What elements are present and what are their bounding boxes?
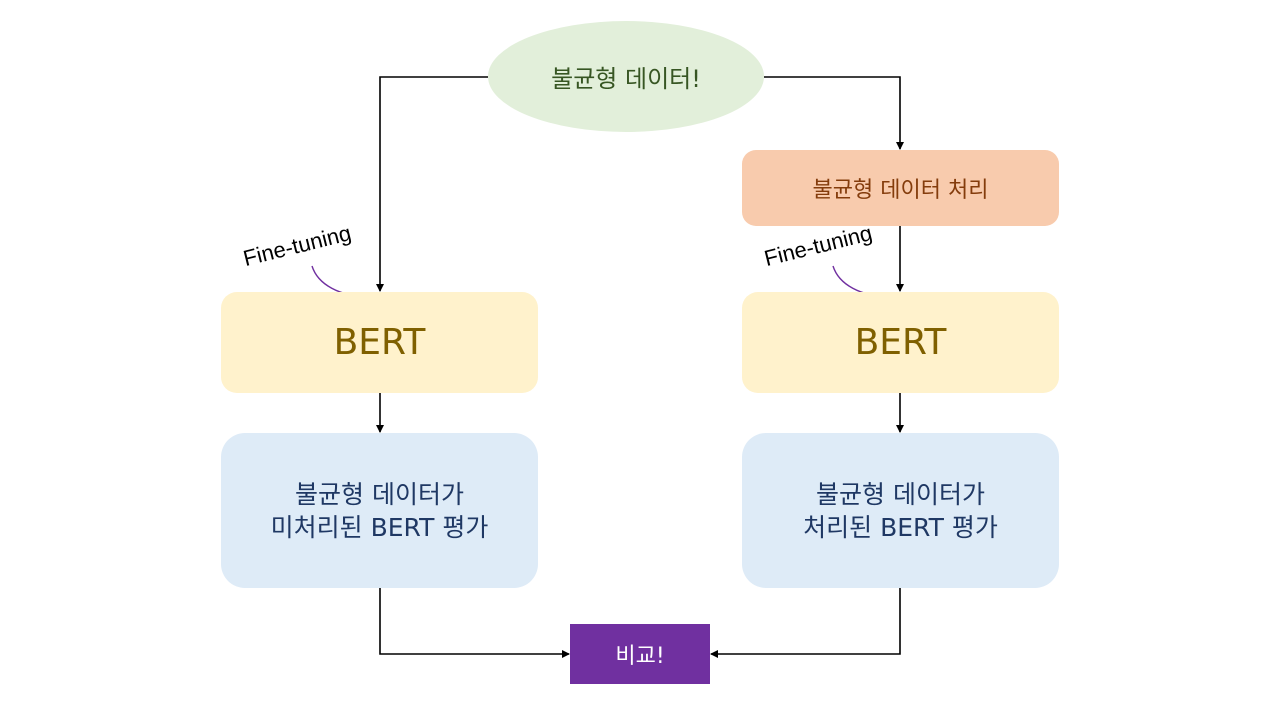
bert-node-right: BERT [742, 292, 1059, 393]
eval-node-left: 불균형 데이터가 미처리된 BERT 평가 [221, 433, 538, 588]
process-node: 불균형 데이터 처리 [742, 150, 1059, 226]
eval-right-line1: 불균형 데이터가 [816, 479, 985, 509]
compare-node: 비교! [570, 624, 710, 684]
start-node: 불균형 데이터! [488, 21, 764, 132]
eval-node-right: 불균형 데이터가 처리된 BERT 평가 [742, 433, 1059, 588]
edge-eval-left-to-compare [379, 588, 570, 658]
bert-node-left: BERT [221, 292, 538, 393]
eval-left-line2: 미처리된 BERT 평가 [270, 512, 489, 542]
edge-eval-right-to-compare [710, 588, 901, 658]
bert-label-right: BERT [854, 322, 947, 363]
eval-left-line1: 불균형 데이터가 [295, 479, 464, 509]
process-label: 불균형 데이터 처리 [812, 178, 989, 203]
bert-label-left: BERT [333, 322, 426, 363]
start-label: 불균형 데이터! [551, 65, 701, 93]
compare-label: 비교! [615, 644, 665, 669]
edge-start-to-bert-left [376, 76, 488, 292]
eval-right-line2: 처리된 BERT 평가 [803, 512, 998, 542]
edge-start-to-process [764, 76, 904, 150]
